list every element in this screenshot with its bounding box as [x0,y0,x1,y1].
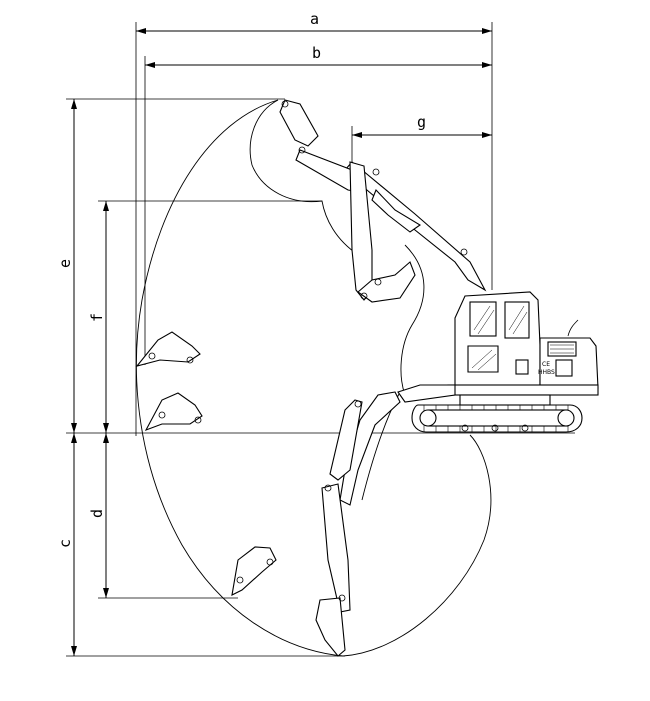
turntable [459,394,551,406]
machine-model: HHBS [538,369,555,376]
bucket-max-height [279,99,319,147]
label-b: b [312,44,321,62]
upper-envelope-lobe [249,99,361,257]
track-side-plate [427,409,569,427]
cab-window-lower [467,345,499,373]
bucket-positions [135,331,277,596]
upper-frame [447,384,599,396]
drive-sprocket [557,409,575,427]
cab-window-side [504,301,530,339]
label-e: e [56,259,74,268]
bucket-dig-depth [231,546,277,596]
arm-lower [321,483,351,613]
boom-max-depth [315,391,401,657]
exhaust-pipe [567,319,579,337]
step [515,359,529,375]
bucket-lower [315,597,346,657]
working-range-envelope [136,99,492,657]
bucket-left-lower [144,392,203,432]
idler-wheel [419,409,437,427]
label-a: a [310,10,319,28]
cab-window-upper [469,301,497,337]
grille-side [555,359,573,377]
dimension-lines [66,22,575,657]
label-c: c [56,539,74,548]
dimension-labels: a b g e f d c [56,10,426,548]
boom-foot [397,384,456,403]
label-f: f [88,313,106,322]
machine-badge: CE [542,361,550,368]
outer-reach-arc [136,99,344,657]
boom-mid-reach [349,161,422,303]
excavator-body: CE HHBS [397,291,599,433]
bucket-left-upper [135,331,201,367]
boom-lower [339,391,401,506]
lower-envelope-lobe [342,434,492,657]
bucket-mid [357,261,416,303]
inner-envelope-curve [400,244,425,396]
label-d: d [88,509,106,518]
boom-max-height [279,99,487,292]
label-g: g [417,113,426,131]
